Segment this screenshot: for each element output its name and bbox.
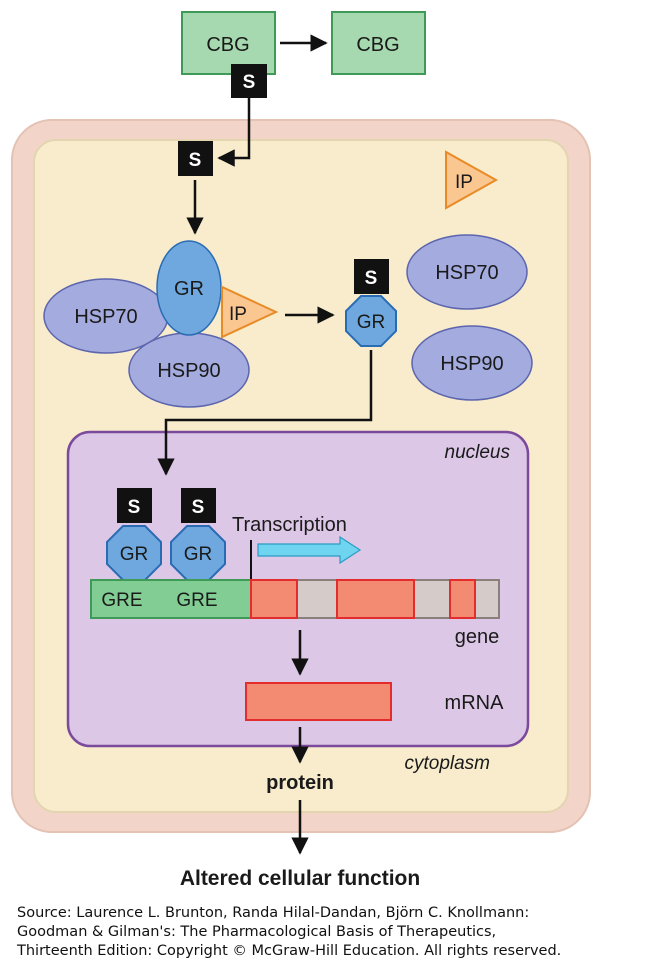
source-line-3: Thirteenth Edition: Copyright © McGraw-H… xyxy=(17,943,562,959)
gr-label: GR xyxy=(120,544,149,565)
steroid-label: S xyxy=(243,72,256,93)
cbg-bound-box xyxy=(181,11,276,75)
cbg-free-label: CBG xyxy=(356,34,399,56)
nuclear-translocation-arrow xyxy=(157,350,373,476)
steroid-entry-arrow xyxy=(217,98,251,167)
cbg-free-box xyxy=(331,11,426,75)
gre-label: GRE xyxy=(101,590,142,611)
gre-region xyxy=(90,579,252,619)
ip-bound-triangle xyxy=(221,285,279,339)
steroid-label: S xyxy=(189,150,202,171)
gre-label: GRE xyxy=(176,590,217,611)
hsp70-label: HSP70 xyxy=(74,306,137,328)
ip-free-label: IP xyxy=(455,172,473,193)
gr-activated-octagon xyxy=(345,295,397,347)
altered-function-label: Altered cellular function xyxy=(180,867,420,890)
gr-label: GR xyxy=(357,312,386,333)
steroid-on-gr xyxy=(354,259,389,294)
protein-label: protein xyxy=(266,772,334,794)
steroid-label: S xyxy=(365,268,378,289)
source-line-1: Source: Laurence L. Brunton, Randa Hilal… xyxy=(17,905,530,921)
hsp90-label: HSP90 xyxy=(440,353,503,375)
steroid-label: S xyxy=(192,497,205,518)
mrna-bar xyxy=(245,682,392,721)
cbg-bound-label: CBG xyxy=(206,34,249,56)
source-citation: Source: Laurence L. Brunton, Randa Hilal… xyxy=(17,904,657,961)
hsp70-label: HSP70 xyxy=(435,262,498,284)
source-line-2: Goodman & Gilman's: The Pharmacological … xyxy=(17,924,497,940)
hsp90-label: HSP90 xyxy=(157,360,220,382)
gene-label: gene xyxy=(455,626,500,648)
exon-3 xyxy=(449,579,476,619)
ip-free-triangle xyxy=(445,150,499,210)
steroid-in-cytoplasm xyxy=(178,141,213,176)
cytoplasm-label: cytoplasm xyxy=(404,753,490,774)
hsp70-free-ellipse xyxy=(406,234,528,310)
exon-2 xyxy=(336,579,415,619)
ip-bound-label: IP xyxy=(229,304,247,325)
hsp90-free-ellipse xyxy=(411,325,533,401)
transcription-label: Transcription xyxy=(232,514,347,536)
mrna-label: mRNA xyxy=(445,692,505,714)
transcription-arrow xyxy=(257,535,362,565)
nucleus-label: nucleus xyxy=(445,442,511,463)
steroid-label: S xyxy=(128,497,141,518)
exon-1 xyxy=(250,579,298,619)
steroid-on-cbg xyxy=(231,64,267,98)
gr-label: GR xyxy=(174,278,204,300)
steroid-on-gr-right xyxy=(181,488,216,523)
steroid-on-gr-left xyxy=(117,488,152,523)
gr-label: GR xyxy=(184,544,213,565)
